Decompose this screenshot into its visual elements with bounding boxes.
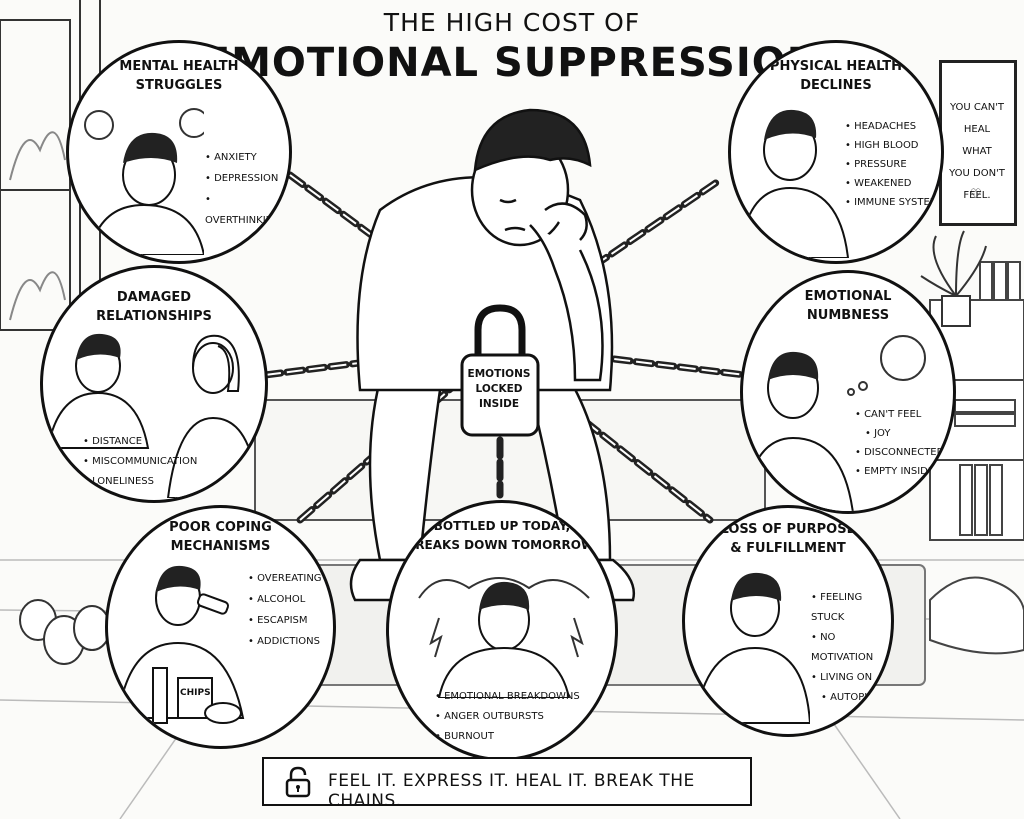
drinking-man-figure <box>116 565 245 724</box>
unlocked-padlock-icon <box>285 766 311 798</box>
bubble-list: ANXIETY DEPRESSION OVERTHINKING <box>205 147 289 231</box>
list-item: HEADACHES <box>845 117 938 136</box>
poster-text: YOU CAN'T HEAL WHAT YOU DON'T FEEL. <box>948 97 1006 207</box>
list-item: OVERTHINKING <box>205 189 289 231</box>
list-item: DISTANCE <box>83 432 197 452</box>
bubble-list: HEADACHES HIGH BLOOD PRESSURE WEAKENED I… <box>845 117 938 212</box>
bubble-title-line: DECLINES <box>800 78 872 93</box>
bubble-list: EMOTIONAL BREAKDOWNS ANGER OUTBURSTS BUR… <box>435 687 580 747</box>
bubble-poor-coping: POOR COPING MECHANISMS CHIPS OVEREATING … <box>105 505 336 749</box>
bubble-title: MENTAL HEALTH STRUGGLES <box>69 57 289 95</box>
list-item: ANXIETY <box>205 147 289 168</box>
poster-line: FEEL. <box>963 190 991 201</box>
bubble-bottled-up: BOTTLED UP TODAY, BREAKS DOWN TOMORROW. … <box>386 500 618 761</box>
bubble-title-line: BREAKS DOWN TOMORROW. <box>406 538 598 552</box>
lock-label-line: INSIDE <box>478 398 520 410</box>
lock-label-line: EMOTIONS <box>467 368 531 380</box>
list-item: CAN'T FEEL <box>855 405 944 424</box>
bubble-title: DAMAGED RELATIONSHIPS <box>43 288 265 326</box>
list-item: EMPTY INSIDE <box>855 462 944 481</box>
banner-text: FEEL IT. EXPRESS IT. HEAL IT. BREAK THE … <box>328 771 695 811</box>
lock-label-line: LOCKED <box>475 383 523 395</box>
bubble-title-line: NUMBNESS <box>806 308 890 323</box>
list-item: ANGER OUTBURSTS <box>435 707 580 727</box>
bubble-title-line: BOTTLED UP TODAY, <box>433 519 571 533</box>
bubble-title-line: RELATIONSHIPS <box>96 309 212 324</box>
bubble-title: LOSS OF PURPOSE & FULFILLMENT <box>685 520 891 558</box>
list-item: DEPRESSION <box>205 168 289 189</box>
heart-icon: ♡ <box>970 187 982 202</box>
numb-man-figure <box>743 335 926 511</box>
bubble-emotional-numbness: EMOTIONAL NUMBNESS CAN'T FEEL JOY DISCON… <box>740 270 956 514</box>
bubble-mental-health: MENTAL HEALTH STRUGGLES ANXIETY DEPRESSI… <box>66 40 292 264</box>
list-item: ALCOHOL <box>248 589 322 610</box>
bubble-title-line: DAMAGED <box>116 290 192 305</box>
list-item: BURNOUT <box>435 727 580 747</box>
cloth-pile <box>929 576 1024 655</box>
list-item: DISCONNECTED <box>855 443 944 462</box>
slogan-banner: FEEL IT. EXPRESS IT. HEAL IT. BREAK THE … <box>262 757 752 811</box>
bubble-title-line: & FULFILLMENT <box>730 541 846 556</box>
list-item: EMOTIONAL BREAKDOWNS <box>435 687 580 707</box>
list-item: FEELING STUCK <box>811 588 891 628</box>
list-item: HIGH BLOOD <box>845 136 938 155</box>
bubble-title-line: PHYSICAL HEALTH <box>769 59 903 74</box>
central-figure <box>349 108 636 602</box>
bubble-list: OVEREATING ALCOHOL ESCAPISM ADDICTIONS <box>248 568 322 652</box>
stuck-man-figure <box>693 572 810 724</box>
bubble-title: PHYSICAL HEALTH DECLINES <box>731 57 941 95</box>
bubble-title-line: MENTAL HEALTH <box>119 59 239 74</box>
list-item: NO MOTIVATION <box>811 628 891 668</box>
bubble-title-line: EMOTIONAL <box>804 289 892 304</box>
bubble-title-line: POOR COPING <box>169 520 272 535</box>
stressed-man-figure <box>84 108 204 255</box>
bubble-title: BOTTLED UP TODAY, BREAKS DOWN TOMORROW. <box>389 517 615 555</box>
wall-poster: YOU CAN'T HEAL WHAT YOU DON'T FEEL. ♡ <box>939 60 1017 226</box>
bubble-title: POOR COPING MECHANISMS <box>108 518 333 556</box>
list-item: MISCOMMUNICATION <box>83 452 197 472</box>
bubble-physical-health: PHYSICAL HEALTH DECLINES HEADACHES HIGH … <box>728 40 944 264</box>
bubble-title-line: LOSS OF PURPOSE <box>720 522 856 537</box>
list-item: LIVING ON <box>811 668 891 688</box>
title-main: EMOTIONAL SUPPRESSION <box>202 40 822 86</box>
list-item: IMMUNE SYSTEM <box>845 193 938 212</box>
bubble-title-line: MECHANISMS <box>170 539 271 554</box>
list-item: ADDICTIONS <box>248 631 322 652</box>
potted-plant <box>920 230 987 327</box>
list-item: LONELINESS <box>83 472 197 492</box>
list-item: WEAKENED <box>845 174 938 193</box>
breakdown-man-figure <box>418 577 590 698</box>
bubble-list: CAN'T FEEL JOY DISCONNECTED EMPTY INSIDE <box>855 405 944 481</box>
list-item: OVEREATING <box>248 568 321 589</box>
title-line-1: THE HIGH COST OF <box>383 8 641 37</box>
poster-line: YOU CAN'T <box>949 102 1005 113</box>
chips-label: CHIPS <box>180 688 211 698</box>
poster-line: HEAL WHAT <box>962 124 992 157</box>
list-item: JOY <box>855 424 944 443</box>
sick-man-figure <box>738 109 850 258</box>
lock-label: EMOTIONS LOCKED INSIDE <box>466 367 532 412</box>
dumbbells <box>19 599 111 665</box>
bubble-list: DISTANCE MISCOMMUNICATION LONELINESS <box>83 432 197 492</box>
bubble-title-line: STRUGGLES <box>135 78 223 93</box>
poster-line: YOU DON'T <box>949 168 1005 179</box>
bubble-title: EMOTIONAL NUMBNESS <box>743 287 953 325</box>
padlock-icon <box>460 304 540 437</box>
bubble-list: FEELING STUCK NO MOTIVATION LIVING ON AU… <box>811 588 891 708</box>
bubble-loss-of-purpose: LOSS OF PURPOSE & FULFILLMENT FEELING ST… <box>682 505 894 737</box>
bubble-damaged-relationships: DAMAGED RELATIONSHIPS DISTANCE MISCOMMUN… <box>40 265 268 503</box>
list-item: ESCAPISM <box>248 610 322 631</box>
list-item: PRESSURE <box>845 155 938 174</box>
list-item: AUTOPILOT <box>811 688 891 708</box>
